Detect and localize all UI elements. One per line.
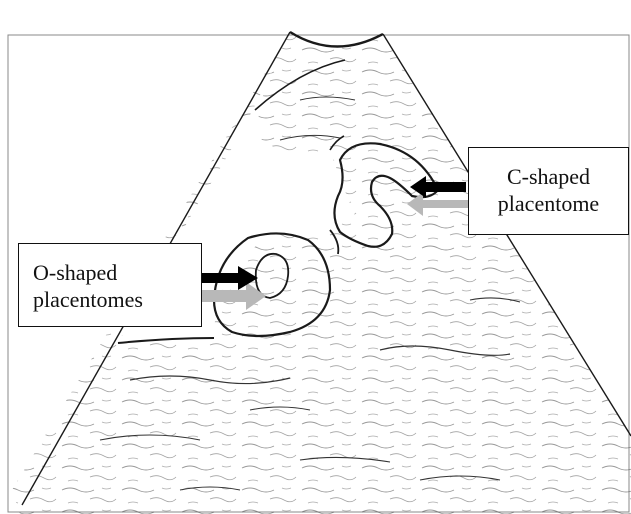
label-o-line-2: placentomes <box>33 286 201 313</box>
label-c-shaped-placentome: C-shaped placentome <box>468 147 629 235</box>
label-c-line-2: placentome <box>469 190 628 217</box>
label-o-shaped-placentomes: O-shaped placentomes <box>18 243 202 327</box>
label-c-line-1: C-shaped <box>469 163 628 190</box>
label-o-line-1: O-shaped <box>33 259 201 286</box>
